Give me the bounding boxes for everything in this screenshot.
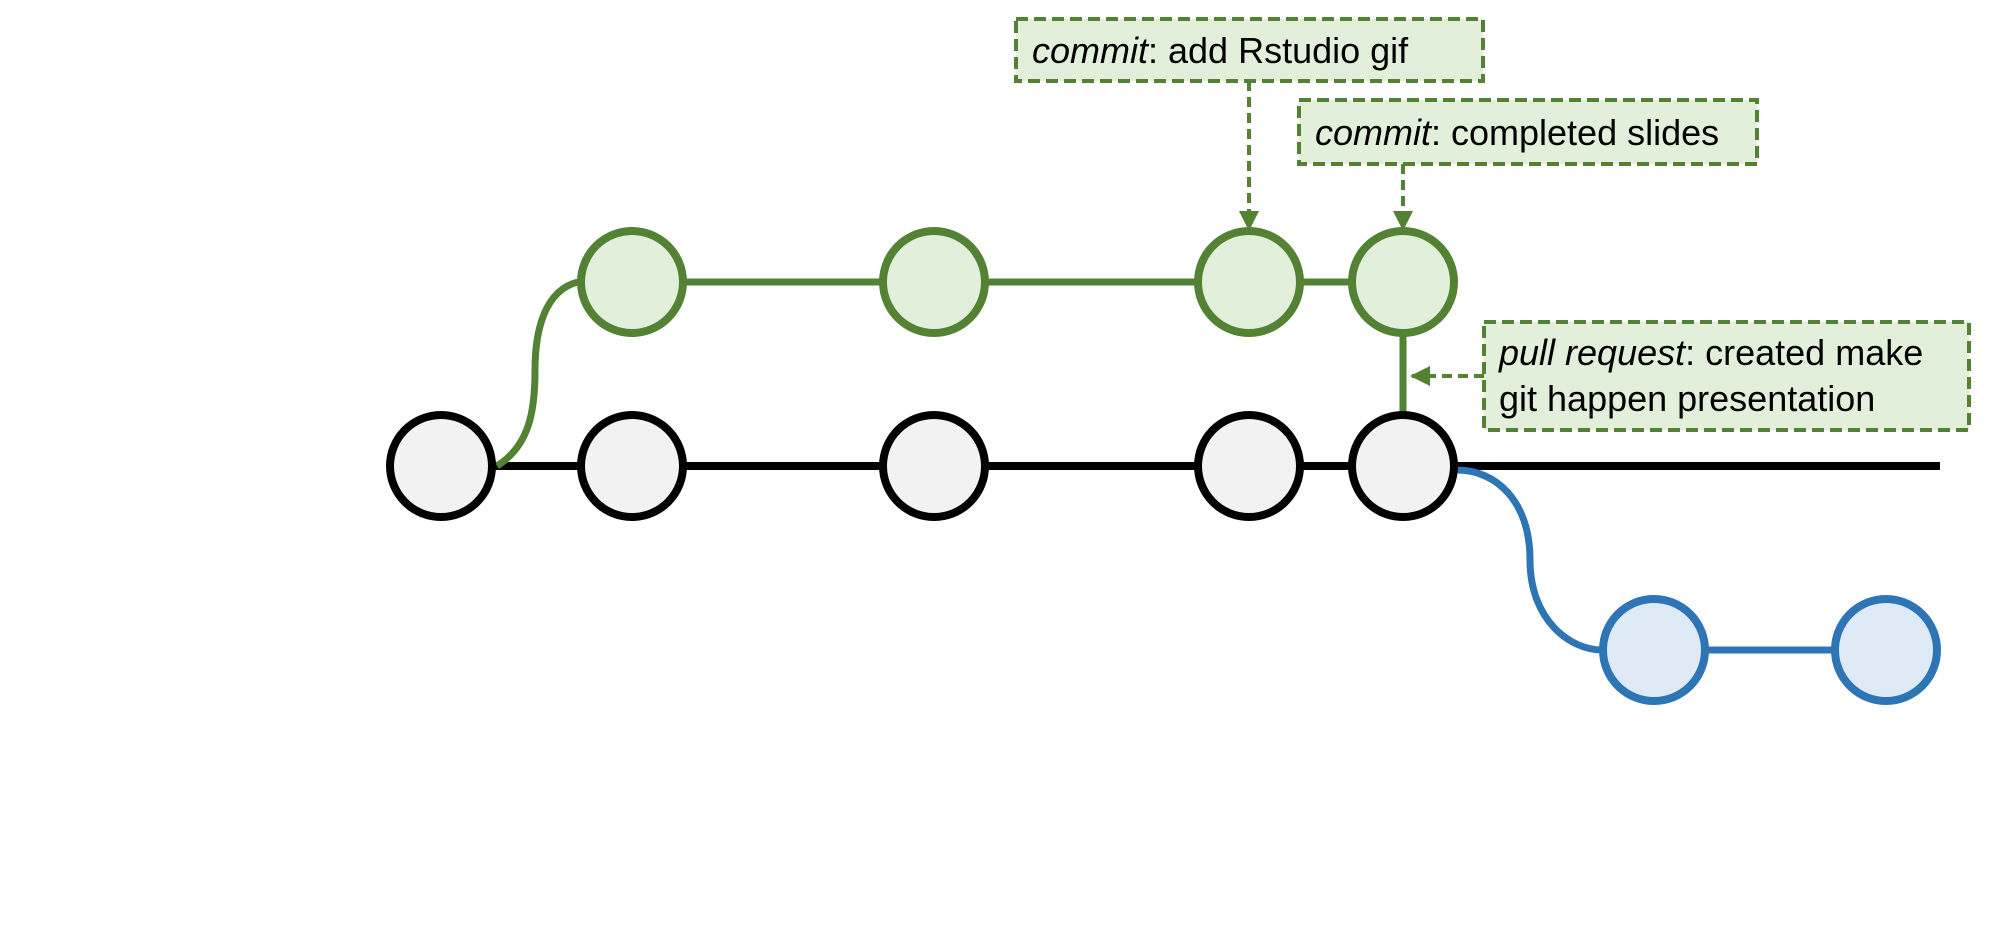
feature-commit-node (1194, 227, 1304, 337)
callout-add-rstudio-gif: commit: add Rstudio gif (1014, 17, 1485, 231)
feature-branch-fork (495, 278, 580, 469)
second-branch-fork (1456, 466, 1603, 654)
second-branch-commit-node (1599, 595, 1709, 705)
main-commit-node (577, 411, 687, 521)
callout-completed-slides-text: commit: completed slides (1315, 112, 1719, 153)
main-commit-node (1348, 411, 1458, 521)
callout-pull-request-line2: git happen presentation (1499, 378, 1875, 419)
feature-commit-node (879, 227, 989, 337)
main-commit-node (1194, 411, 1304, 521)
callout-completed-slides: commit: completed slides (1297, 98, 1759, 231)
main-commit-node (386, 411, 496, 521)
callout-pull-request: pull request: created make git happen pr… (1410, 320, 1971, 432)
callout-add-rstudio-gif-text: commit: add Rstudio gif (1032, 30, 1409, 71)
callout-pull-request-line1: pull request: created make (1498, 332, 1923, 373)
second-branch-commit-node (1831, 595, 1941, 705)
feature-commit-node (1348, 227, 1458, 337)
main-commit-node (879, 411, 989, 521)
feature-commit-node (577, 227, 687, 337)
